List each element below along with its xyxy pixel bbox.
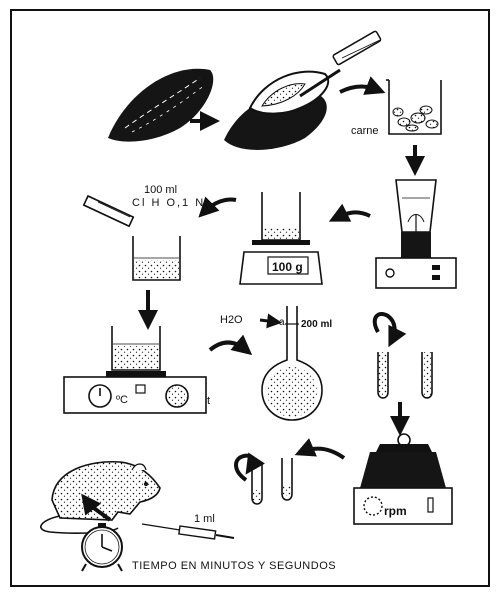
figure-frame (10, 9, 490, 587)
syringe-illustration (141, 523, 235, 540)
arrow-step-12 (81, 493, 112, 522)
water-marker-label: a (279, 317, 285, 328)
caption-label: TIEMPO EN MINUTOS Y SEGUNDOS (132, 560, 337, 572)
arrow-step-11 (234, 452, 265, 482)
stopwatch-icon (81, 523, 123, 572)
water-label: H2O (220, 314, 243, 326)
acid-name-label: Cl H O,1 N (132, 197, 206, 209)
acid-beaker-illustration (82, 194, 181, 281)
arrow-step-10 (294, 438, 346, 460)
arrow-step-4 (328, 203, 371, 222)
acid-volume-label: 100 ml (144, 184, 178, 196)
beaker-meat-illustration (386, 79, 442, 135)
time-dial-label: t (207, 395, 211, 407)
temperature-label: ºC (116, 394, 128, 406)
centrifuge-speed-label: rpm (384, 504, 407, 518)
arrow-step-2 (339, 76, 386, 95)
supernatant-tubes-illustration (251, 458, 293, 505)
open-mussel-illustration (224, 30, 382, 150)
test-tubes-illustration (377, 352, 433, 399)
arrow-step-5 (198, 196, 237, 218)
centrifuge-illustration (353, 433, 453, 525)
hotplate-illustration (63, 326, 207, 414)
meat-label: carne (351, 125, 379, 137)
scale-illustration (239, 192, 323, 285)
volumetric-flask-illustration (261, 306, 323, 421)
arrow-water (259, 313, 282, 329)
mussel-illustration (108, 68, 214, 142)
injection-volume-label: 1 ml (194, 513, 215, 525)
scale-weight-label: 100 g (272, 260, 303, 274)
arrow-step-7 (208, 334, 253, 356)
arrow-step-8 (372, 312, 407, 348)
flask-volume-label: 200 ml (301, 319, 333, 330)
rat-illustration (40, 460, 161, 534)
blender-illustration (375, 179, 457, 289)
